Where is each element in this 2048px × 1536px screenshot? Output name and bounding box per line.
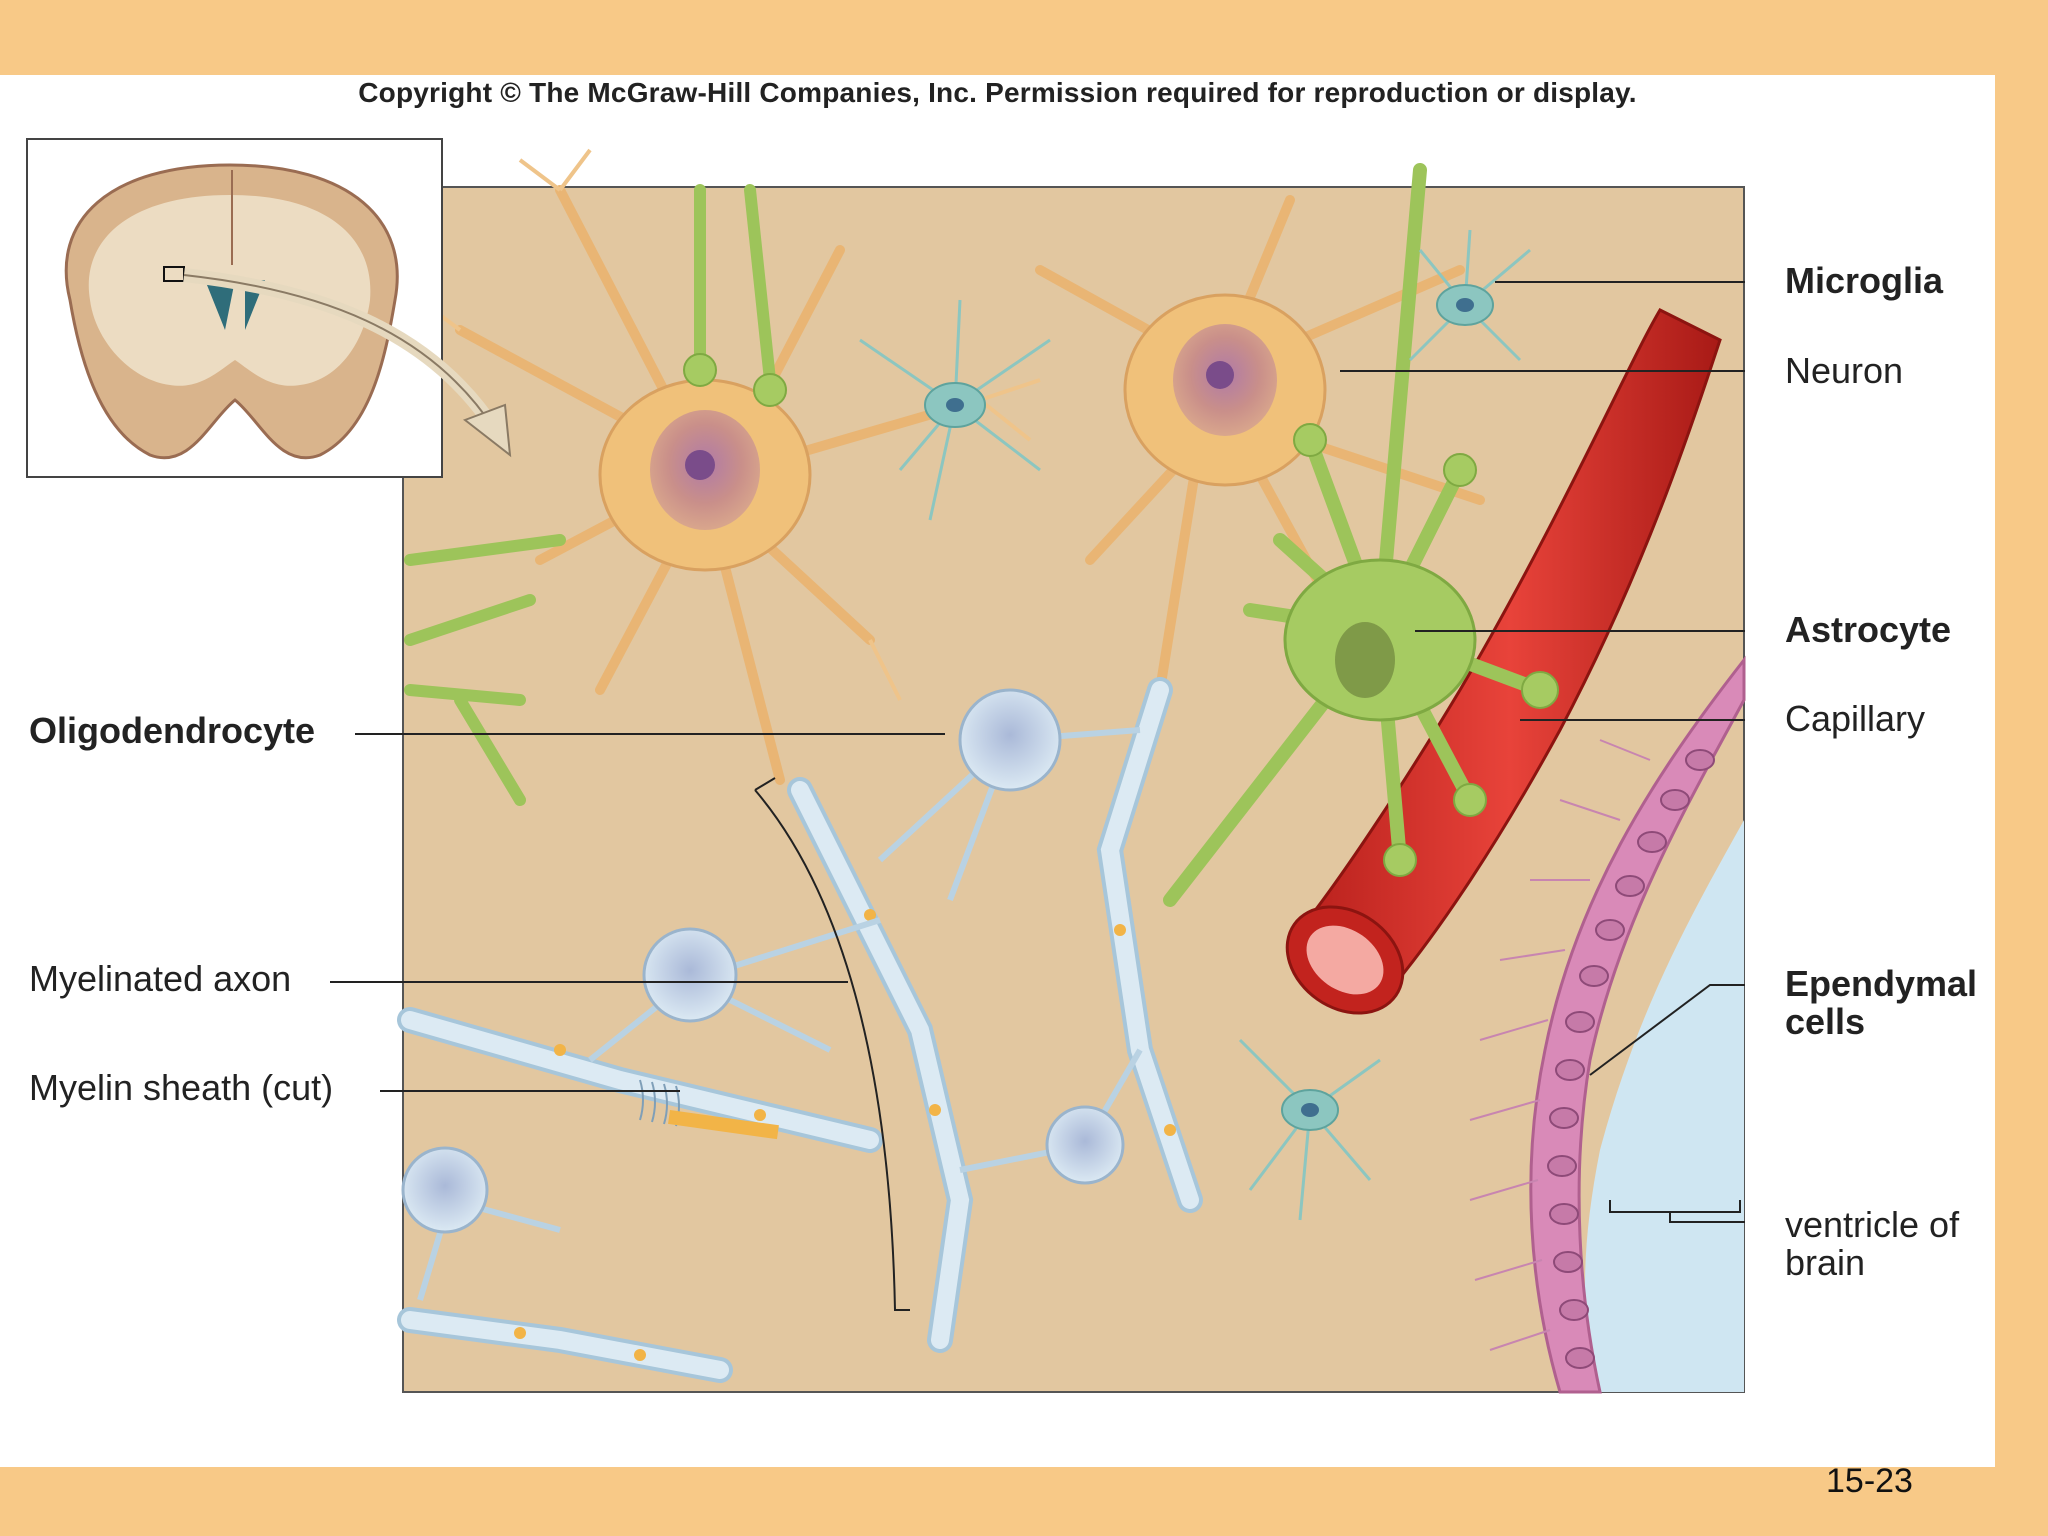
oligodendrocytes — [397, 677, 1203, 1383]
label-ependymal-cells: Ependymal cells — [1785, 965, 1977, 1041]
label-ventricle: ventricle of brain — [1785, 1206, 1959, 1282]
neuron-right — [1035, 195, 1485, 695]
microglia-cells — [859, 229, 1531, 1221]
copyright-notice: Copyright © The McGraw-Hill Companies, I… — [358, 77, 1637, 108]
label-ependymal-line1: Ependymal — [1785, 963, 1978, 1004]
label-ependymal-line2: cells — [1785, 1000, 1866, 1042]
slide-number: 15-23 — [1826, 1462, 1913, 1500]
label-ventricle-line1: ventricle of — [1785, 1204, 1960, 1245]
ependymal-cells — [1469, 655, 1746, 1394]
label-microglia: Microglia — [1785, 260, 1944, 301]
label-capillary: Capillary — [1785, 698, 1926, 739]
label-ventricle-line2: brain — [1785, 1241, 1866, 1283]
leader-lines — [330, 281, 1745, 1311]
label-neuron: Neuron — [1785, 350, 1904, 391]
label-oligodendrocyte: Oligodendrocyte — [29, 710, 316, 751]
astrocyte-cell — [404, 163, 1559, 907]
label-myelin-sheath: Myelin sheath (cut) — [29, 1067, 334, 1108]
label-astrocyte: Astrocyte — [1785, 609, 1952, 650]
label-myelinated-axon: Myelinated axon — [29, 958, 292, 999]
capillary-vessel — [1285, 308, 1722, 1015]
brain-section-inset — [26, 138, 512, 478]
